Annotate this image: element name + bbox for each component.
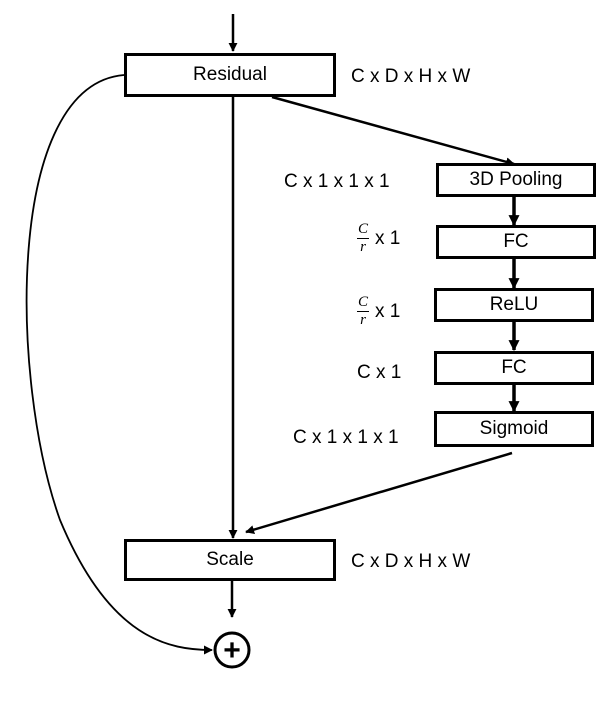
residual-box: Residual [124, 53, 336, 97]
relu-fraction: C r [357, 294, 370, 328]
fc1-dims-suffix: x 1 [375, 227, 401, 249]
sum-node: + [213, 631, 251, 669]
relu-dims: C r x 1 [357, 295, 400, 328]
fc2-box: FC [434, 351, 594, 385]
fc1-label: FC [503, 231, 529, 252]
sigmoid-box: Sigmoid [434, 411, 594, 447]
fc1-fraction-numerator: C [357, 221, 370, 239]
relu-box: ReLU [434, 288, 594, 322]
relu-fraction-numerator: C [357, 294, 370, 312]
residual-dims: C x D x H x W [351, 66, 471, 87]
fc1-dims: C r x 1 [357, 222, 400, 255]
pooling-box: 3D Pooling [436, 163, 596, 197]
fc1-box: FC [436, 225, 596, 259]
relu-fraction-denominator: r [360, 312, 366, 328]
scale-box: Scale [124, 539, 336, 581]
fc1-fraction-denominator: r [360, 239, 366, 255]
scale-label: Scale [206, 549, 254, 570]
pooling-dims: C x 1 x 1 x 1 [284, 171, 390, 192]
relu-dims-suffix: x 1 [375, 300, 401, 322]
skip-connection-arrow [25, 74, 213, 655]
pooling-label: 3D Pooling [469, 169, 563, 190]
sigmoid-to-scale-arrow [245, 451, 513, 535]
fc1-fraction: C r [357, 221, 370, 255]
relu-label: ReLU [489, 294, 539, 315]
sum-symbol: + [223, 634, 241, 667]
fc2-dims: C x 1 [357, 362, 402, 383]
fc2-label: FC [501, 357, 527, 378]
scale-dims: C x D x H x W [351, 551, 471, 572]
sigmoid-dims: C x 1 x 1 x 1 [293, 427, 399, 448]
residual-label: Residual [193, 64, 267, 85]
residual-to-pooling-arrow [271, 95, 515, 167]
sigmoid-label: Sigmoid [479, 418, 549, 439]
